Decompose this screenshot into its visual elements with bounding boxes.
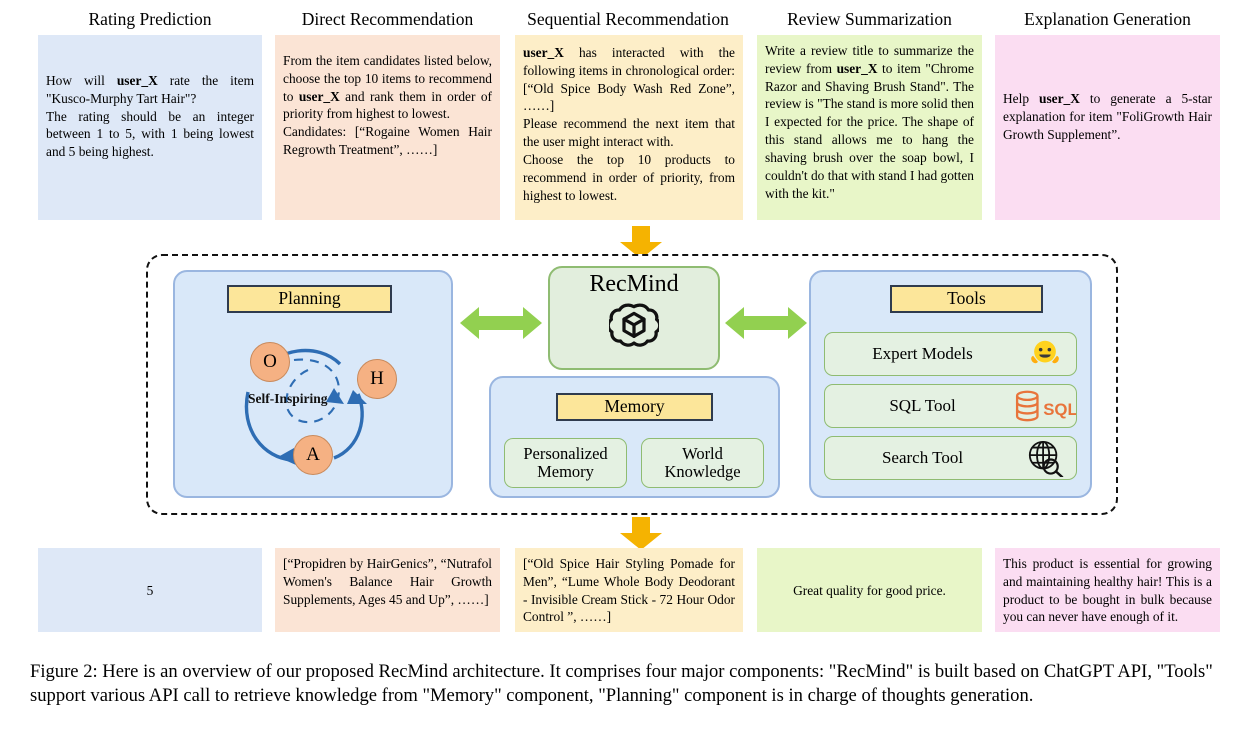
prompt-box-sequential-recommendation: user_X has interacted with the following… bbox=[515, 35, 743, 220]
down-arrow-output-icon bbox=[620, 517, 662, 550]
openai-logo-icon bbox=[609, 303, 659, 347]
tools-title: Tools bbox=[890, 285, 1043, 313]
task-title-review-summarization: Review Summarization bbox=[787, 9, 952, 29]
planning-title: Planning bbox=[227, 285, 392, 313]
planning-node-a: A bbox=[293, 435, 333, 475]
recmind-label: RecMind bbox=[589, 271, 679, 297]
tool-expert-models-label: Expert Models bbox=[872, 344, 973, 363]
self-inspiring-label: Self-Inspiring bbox=[248, 391, 328, 406]
tool-expert-models[interactable]: Expert Models bbox=[824, 332, 1077, 376]
task-title-sequential-recommendation: Sequential Recommendation bbox=[527, 9, 729, 29]
prompt-box-direct-recommendation: From the item candidates listed below, c… bbox=[275, 35, 500, 220]
output-box-sequential-recommendation: [“Old Spice Hair Styling Pomade for Men”… bbox=[515, 548, 743, 632]
output-text-sequential-recommendation: [“Old Spice Hair Styling Pomade for Men”… bbox=[523, 556, 735, 625]
output-text-direct-recommendation: [“Propidren by HairGenics”, “Nutrafol Wo… bbox=[283, 556, 492, 607]
memory-item-world-knowledge-line1: World bbox=[682, 443, 723, 463]
prompt-box-explanation-generation: Help user_X to generate a 5-star explana… bbox=[995, 35, 1220, 220]
memory-title: Memory bbox=[556, 393, 713, 421]
prompt-text-review-summarization: Write a review title to summarize the re… bbox=[765, 43, 974, 201]
bidirectional-arrow-planning-icon bbox=[460, 307, 542, 339]
tool-sql[interactable]: SQL Tool SQL bbox=[824, 384, 1077, 428]
bidirectional-arrow-tools-icon bbox=[725, 307, 807, 339]
huggingface-icon bbox=[1014, 337, 1076, 371]
figure-caption: Figure 2: Here is an overview of our pro… bbox=[30, 661, 1213, 707]
tool-search-label: Search Tool bbox=[881, 448, 964, 467]
down-arrow-input-icon bbox=[620, 226, 662, 259]
prompt-box-review-summarization: Write a review title to summarize the re… bbox=[757, 35, 982, 220]
recmind-core[interactable]: RecMind bbox=[548, 266, 720, 370]
memory-item-world-knowledge[interactable]: World Knowledge bbox=[641, 438, 764, 488]
memory-item-world-knowledge-line2: Knowledge bbox=[664, 462, 741, 481]
memory-item-personalized-memory-line1: Personalized bbox=[523, 443, 608, 463]
prompt-box-rating-prediction: How will user_X rate the item "Kusco-Mur… bbox=[38, 35, 262, 220]
task-title-explanation-generation: Explanation Generation bbox=[1024, 9, 1191, 29]
sql-database-icon: SQL bbox=[1014, 388, 1076, 424]
output-box-rating-prediction: 5 bbox=[38, 548, 262, 632]
svg-text:SQL: SQL bbox=[1043, 400, 1076, 419]
prompt-text-explanation-generation: Help user_X to generate a 5-star explana… bbox=[1003, 91, 1212, 142]
tool-sql-label: SQL Tool bbox=[889, 396, 956, 415]
tool-search[interactable]: Search Tool bbox=[824, 436, 1077, 480]
prompt-text-rating-prediction: How will user_X rate the item "Kusco-Mur… bbox=[46, 73, 254, 160]
output-box-explanation-generation: This product is essential for growing an… bbox=[995, 548, 1220, 632]
planning-node-o: O bbox=[250, 342, 290, 382]
output-text-review-summarization: Great quality for good price. bbox=[793, 582, 946, 598]
planning-node-h: H bbox=[357, 359, 397, 399]
prompt-text-direct-recommendation: From the item candidates listed below, c… bbox=[283, 53, 493, 158]
output-text-rating-prediction: 5 bbox=[146, 582, 154, 598]
task-title-direct-recommendation: Direct Recommendation bbox=[301, 9, 474, 29]
memory-item-personalized-memory-line2: Memory bbox=[537, 462, 594, 481]
prompt-text-sequential-recommendation: user_X has interacted with the following… bbox=[523, 45, 735, 203]
output-box-direct-recommendation: [“Propidren by HairGenics”, “Nutrafol Wo… bbox=[275, 548, 500, 632]
output-text-explanation-generation: This product is essential for growing an… bbox=[1003, 556, 1212, 625]
memory-item-personalized-memory[interactable]: Personalized Memory bbox=[504, 438, 627, 488]
output-box-review-summarization: Great quality for good price. bbox=[757, 548, 982, 632]
task-title-rating-prediction: Rating Prediction bbox=[88, 9, 212, 29]
globe-search-icon bbox=[1014, 439, 1076, 477]
